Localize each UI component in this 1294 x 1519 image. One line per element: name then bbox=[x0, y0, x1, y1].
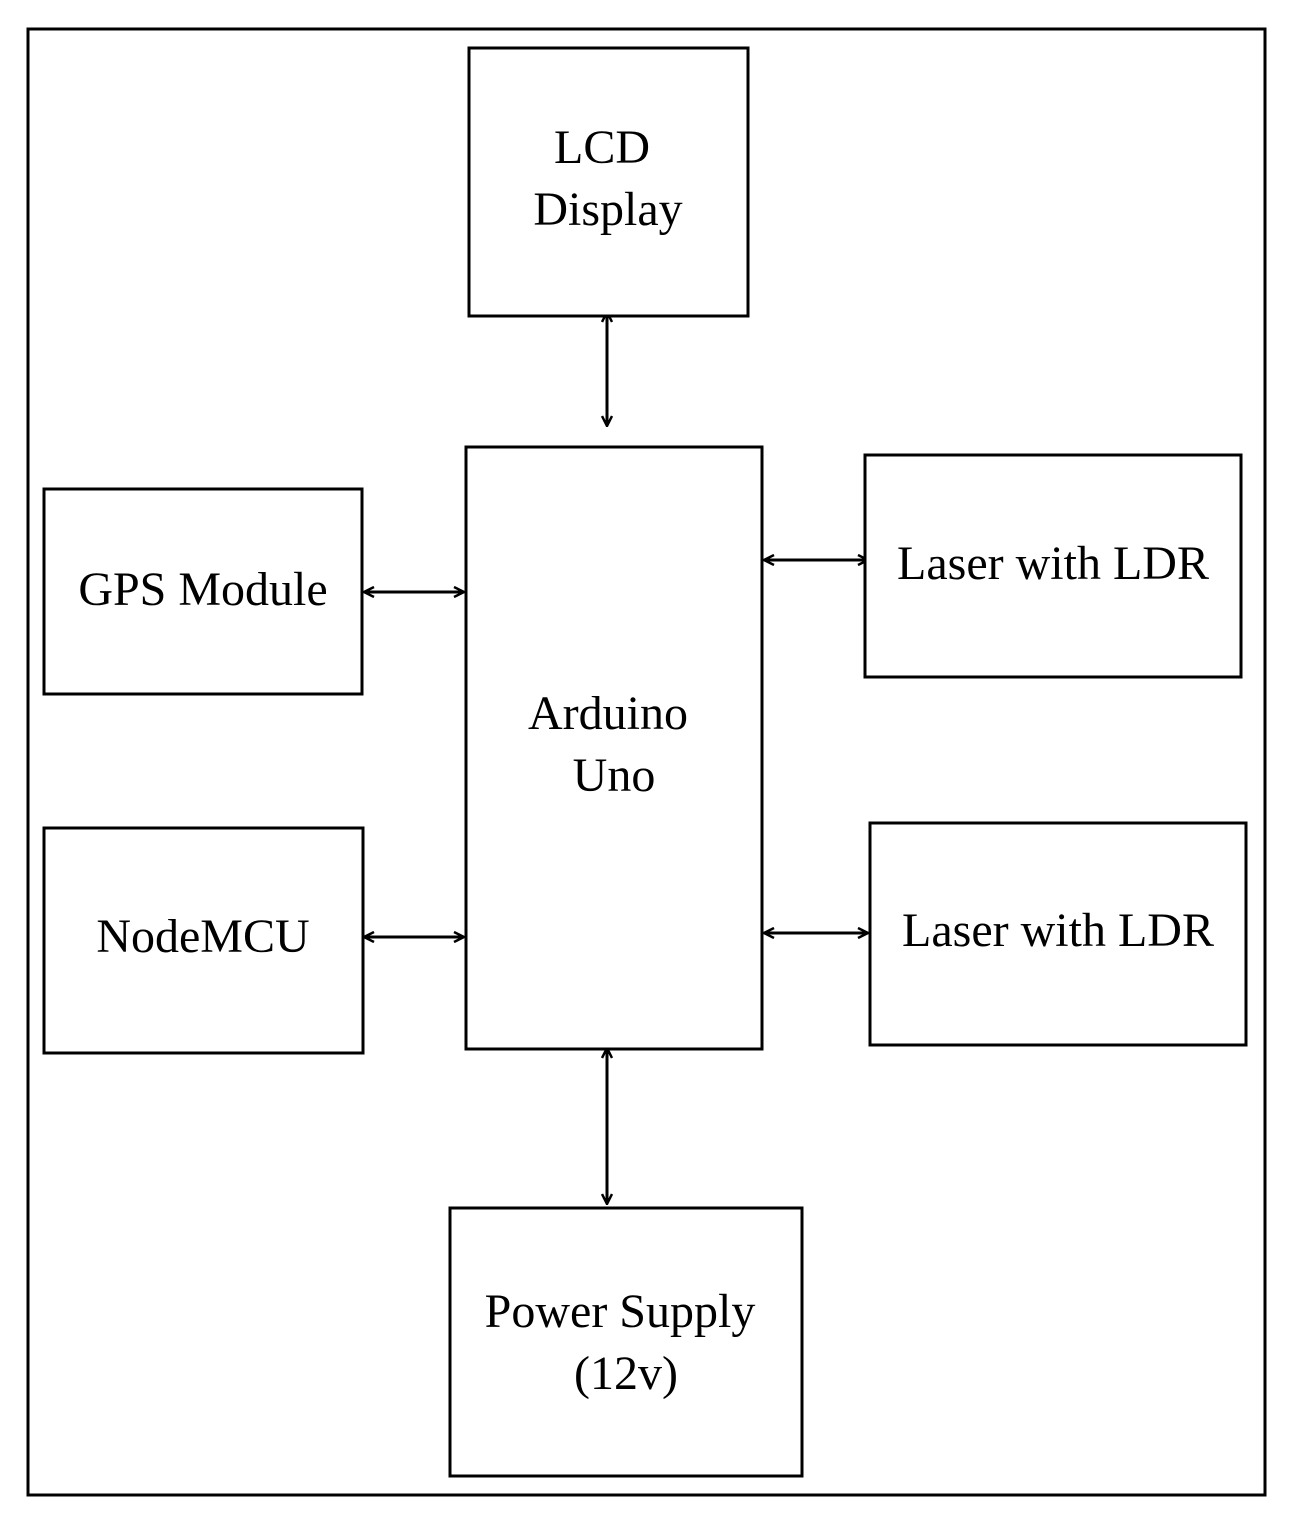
node-laser-ldr-bottom: Laser with LDR bbox=[868, 821, 1248, 1047]
node-arduino-line-2: Uno bbox=[573, 749, 656, 802]
node-nodemcu-label: NodeMCU bbox=[96, 910, 309, 963]
node-arduino-line-1: Arduino bbox=[528, 687, 688, 740]
svg-text:Power Supply (12v): Power Supply (12v) bbox=[485, 1285, 768, 1400]
svg-text:Arduino Uno: Arduino Uno bbox=[528, 687, 700, 802]
node-lcd-line-1: LCD bbox=[554, 121, 650, 174]
node-power-line-2: (12v) bbox=[574, 1347, 678, 1400]
node-arduino-uno: Arduino Uno bbox=[464, 445, 764, 1051]
node-power-supply: Power Supply (12v) bbox=[448, 1206, 804, 1478]
node-laser-ldr-top: Laser with LDR bbox=[863, 453, 1243, 679]
node-gps-label: GPS Module bbox=[78, 563, 327, 616]
node-nodemcu: NodeMCU bbox=[42, 826, 365, 1055]
node-lcd-line-2: Display bbox=[533, 183, 682, 236]
node-laser-bottom-label: Laser with LDR bbox=[902, 904, 1214, 957]
node-lcd-display: LCD Display bbox=[467, 46, 750, 318]
node-gps-module: GPS Module bbox=[42, 487, 364, 696]
node-laser-top-label: Laser with LDR bbox=[897, 537, 1209, 590]
node-power-line-1: Power Supply bbox=[485, 1285, 756, 1338]
svg-text:LCD Display: LCD Display bbox=[533, 121, 682, 236]
outer-frame bbox=[26, 27, 1267, 1497]
